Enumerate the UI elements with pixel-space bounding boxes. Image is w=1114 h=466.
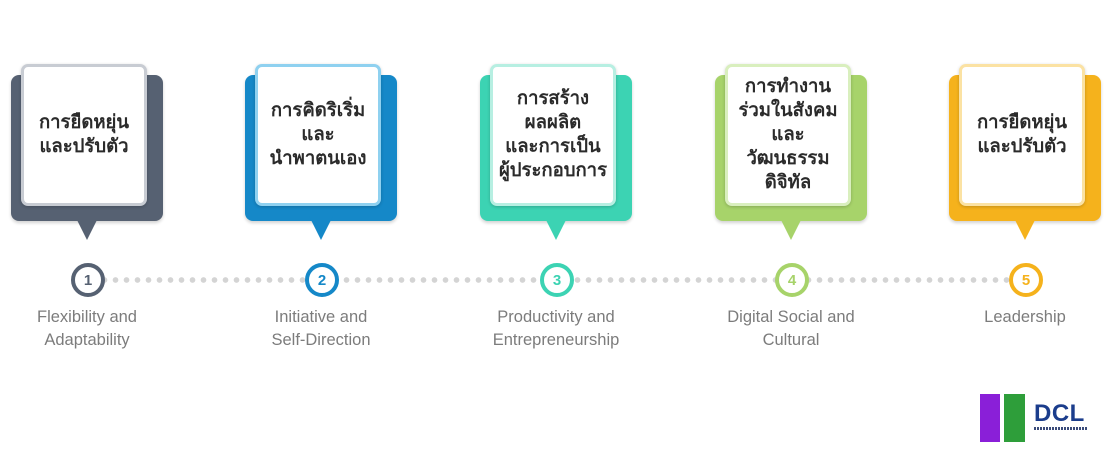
step-2-number: 2 [317,271,327,289]
logo-purple-bar [980,394,1000,442]
step-2-number-circle: 2 [305,263,339,297]
step-1-number: 1 [83,271,93,289]
step-4-thai-title: การทำงาน ร่วมในสังคม และวัฒนธรรม ดิจิทัล [738,76,838,193]
step-1-inner-box: การยืดหยุ่น และปรับตัว [21,64,147,206]
step-2: การคิดริเริ่ม และ นำพาตนเอง 2 Initiative… [245,0,397,360]
step-5-english-label: Leadership [984,308,1066,326]
step-1-number-circle: 1 [71,263,105,297]
logo-tagline-graphic [1034,427,1088,430]
dcl-logo: DCL [980,394,1092,442]
step-3-pointer [544,216,568,240]
step-2-english-label: Initiative and Self-Direction [271,308,371,349]
step-1: การยืดหยุ่น และปรับตัว 1 Flexibility and… [11,0,163,360]
step-1-thai-title: การยืดหยุ่น และปรับตัว [38,112,130,157]
step-5-pointer [1013,216,1037,240]
step-4-inner-box: การทำงาน ร่วมในสังคม และวัฒนธรรม ดิจิทัล [725,64,851,206]
step-1-pointer [75,216,99,240]
step-1-english-label: Flexibility and Adaptability [37,308,137,349]
step-3-english-label: Productivity and Entrepreneurship [492,308,620,349]
step-2-thai-title: การคิดริเริ่ม และ นำพาตนเอง [269,100,367,169]
step-3-number-circle: 3 [540,263,574,297]
step-2-inner-box: การคิดริเริ่ม และ นำพาตนเอง [255,64,381,206]
step-4-english-label: Digital Social and Cultural [727,308,855,349]
step-4-number-circle: 4 [775,263,809,297]
step-4-number: 4 [787,271,797,289]
step-5-inner-box: การยืดหยุ่น และปรับตัว [959,64,1085,206]
step-4: การทำงาน ร่วมในสังคม และวัฒนธรรม ดิจิทัล… [715,0,867,360]
step-3-thai-title: การสร้าง ผลผลิต และการเป็น ผู้ประกอบการ [498,88,608,181]
logo-wordmark: DCL [1034,400,1085,427]
step-5-number-circle: 5 [1009,263,1043,297]
step-5-thai-title: การยืดหยุ่น และปรับตัว [976,112,1068,157]
logo-green-bar [1004,394,1025,442]
step-3: การสร้าง ผลผลิต และการเป็น ผู้ประกอบการ … [480,0,632,360]
step-3-inner-box: การสร้าง ผลผลิต และการเป็น ผู้ประกอบการ [490,64,616,206]
step-3-number: 3 [552,271,562,289]
step-4-pointer [779,216,803,240]
step-2-pointer [309,216,333,240]
step-5: การยืดหยุ่น และปรับตัว 5 Leadership [949,0,1101,360]
step-5-number: 5 [1021,271,1031,289]
